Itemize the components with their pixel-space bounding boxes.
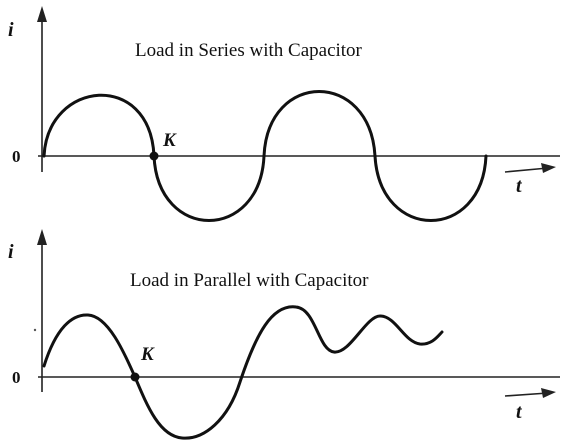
series-point-k: [149, 151, 159, 161]
series-point-label: K: [162, 130, 177, 151]
parallel-t-arrow-head: [541, 388, 556, 398]
parallel-title: Load in Parallel with Capacitor: [130, 270, 369, 291]
series-y-axis-arrow: [37, 6, 47, 22]
series-panel: i 0 t Load in Series with Capacitor K: [8, 6, 560, 222]
series-x-label: t: [516, 175, 523, 197]
parallel-point-label: K: [140, 344, 155, 365]
series-t-arrow-line: [504, 167, 549, 173]
series-y-label: i: [8, 19, 14, 41]
series-zero-label: 0: [12, 147, 21, 166]
parallel-zero-label: 0: [12, 368, 21, 387]
parallel-current-curve: [42, 305, 444, 440]
parallel-panel: i 0 t Load in Parallel with Capacitor K: [8, 229, 560, 440]
parallel-point-k: [130, 372, 140, 382]
series-t-arrow-head: [541, 163, 556, 173]
parallel-y-tick: [33, 328, 37, 332]
series-current-curve: [42, 90, 488, 222]
parallel-t-arrow-line: [504, 392, 549, 397]
series-title: Load in Series with Capacitor: [135, 40, 363, 61]
parallel-y-axis-arrow: [37, 229, 47, 245]
parallel-x-label: t: [516, 401, 523, 423]
parallel-y-label: i: [8, 241, 14, 263]
